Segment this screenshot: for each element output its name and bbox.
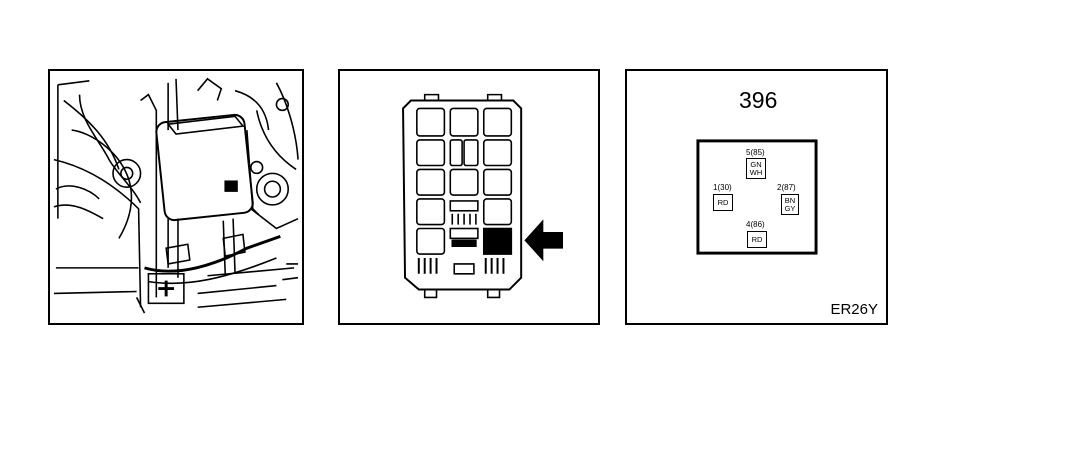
pin-2-color-1: BN	[784, 196, 796, 205]
pin-1-label: 1(30)	[713, 183, 732, 192]
pin-5-color-1: GN	[750, 160, 762, 169]
relay-connector-panel: 396 5(85) GN WH 1(30) RD 2(87) BN GY 4(8…	[625, 69, 888, 325]
relay-box-drawing	[402, 93, 564, 299]
pin-4-wire: RD	[747, 231, 767, 248]
pin-2-label: 2(87)	[777, 183, 796, 192]
arrow-icon	[524, 219, 564, 262]
engine-bay-drawing	[53, 77, 299, 314]
pin-1-color-1: RD	[717, 198, 729, 207]
relay-number: 396	[739, 87, 778, 113]
connector-outline	[696, 139, 818, 255]
reference-code: ER26Y	[830, 301, 878, 318]
relay-box-illustration	[338, 69, 600, 325]
pin-2-wire: BN GY	[781, 194, 799, 215]
engine-bay-illustration	[48, 69, 304, 325]
pin-2-color-2: GY	[784, 204, 796, 213]
pin-5-label: 5(85)	[746, 148, 765, 157]
pin-5-wire: GN WH	[746, 158, 766, 179]
highlighted-relay	[482, 227, 513, 255]
pin-4-label: 4(86)	[746, 220, 765, 229]
pin-4-color-1: RD	[751, 235, 763, 244]
pin-5-color-2: WH	[749, 168, 763, 177]
pin-1-wire: RD	[713, 194, 733, 211]
